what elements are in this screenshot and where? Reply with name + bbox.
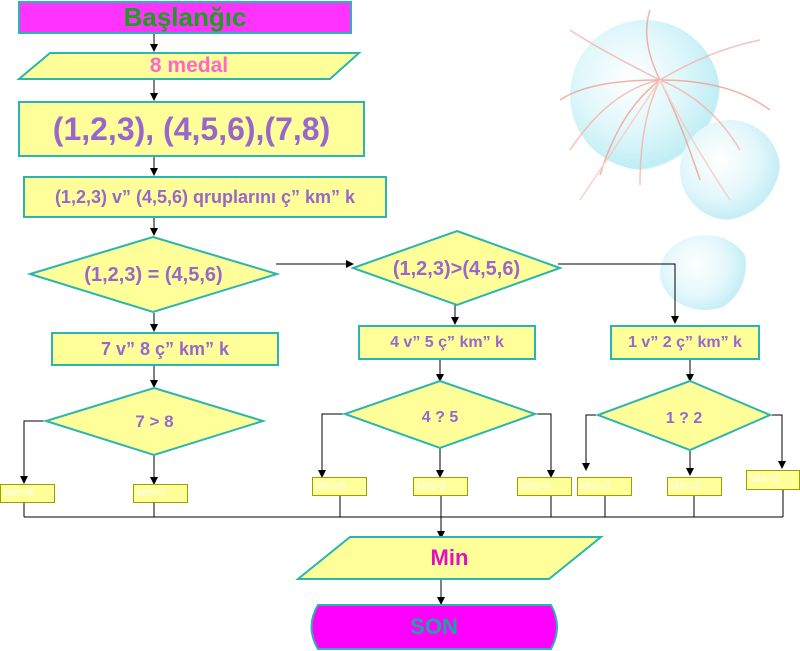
decision-greater-shape	[350, 229, 563, 307]
decision-1-2-label: 1 ? 2	[665, 410, 703, 427]
connector-dec45-left	[318, 413, 345, 478]
connector-dec12-right	[770, 414, 786, 469]
start-label: Başlanğıc	[123, 2, 247, 32]
decision-greater-label: (1,2,3)>(4,5,6)	[392, 257, 521, 280]
result-box-2: Min=7	[133, 484, 188, 503]
weigh-1-2-box: 1 v” 2 ç” km” k	[610, 325, 760, 360]
decision-1-2-shape	[595, 379, 773, 452]
decision-equal-label: (1,2,3) = (4,5,6)	[84, 263, 223, 286]
weigh-7-8-box: 7 v” 8 ç” km” k	[51, 332, 279, 366]
decision-4-5-shape	[341, 379, 539, 450]
result-box-8: Min=1	[746, 470, 800, 490]
result-box-7: Min=2	[667, 477, 722, 496]
decision-equal-shape	[26, 235, 281, 314]
connector-greater-weigh12	[558, 263, 679, 324]
connector-dec12-left	[582, 414, 598, 471]
output-label: Min	[430, 545, 469, 570]
connector-dec78-left	[20, 420, 46, 484]
end-terminator-shape	[310, 604, 558, 650]
input-label: 8 medal	[149, 54, 229, 77]
input-parallelogram-shape	[16, 52, 362, 80]
decision-7-8-shape	[42, 386, 267, 457]
result-box-1: Min=8	[0, 484, 55, 503]
decision-7-8-label: 7 > 8	[135, 412, 174, 431]
decision-4-5-label: 4 ? 5	[421, 409, 459, 426]
result-box-4: Min=5	[413, 477, 468, 496]
weigh-4-5-box: 4 v” 5 ç” km” k	[358, 325, 536, 360]
start-terminator-shape	[18, 1, 352, 34]
output-parallelogram-shape	[295, 536, 604, 580]
connector-dec45-right	[535, 413, 555, 478]
groups-box: (1,2,3), (4,5,6),(7,8)	[18, 101, 365, 157]
end-label: SON	[410, 614, 458, 639]
result-box-5: Min=4	[517, 477, 572, 496]
compare-groups-box: (1,2,3) v” (4,5,6) qruplarını ç” km” k	[23, 176, 387, 218]
result-box-3: Min=6	[312, 477, 367, 496]
result-box-6: Min=3	[577, 477, 632, 496]
